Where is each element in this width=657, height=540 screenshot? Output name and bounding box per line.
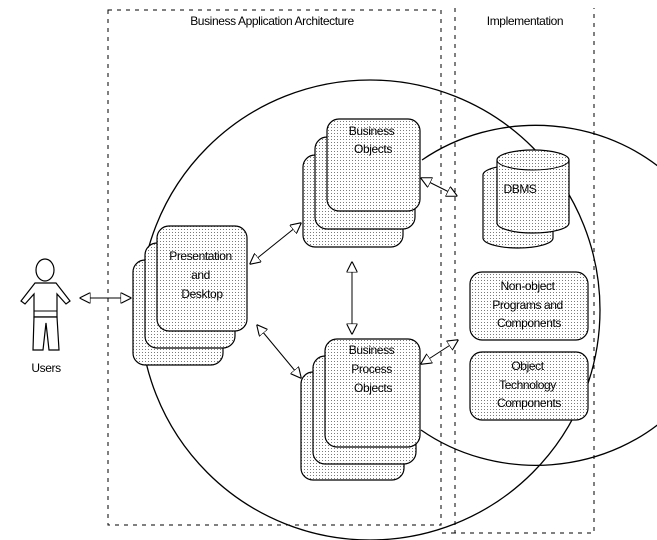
non-object-label-line-3: Components <box>497 316 561 330</box>
non-object-label-line-1: Non-object <box>501 279 556 293</box>
business-objects-card-front <box>326 118 421 212</box>
object-technology-box-shape <box>469 351 589 421</box>
business-objects-label: Business Objects <box>349 124 397 156</box>
business-objects-stack[interactable]: Business Objects <box>302 118 421 248</box>
object-technology-label-line-2: Technology <box>499 378 556 392</box>
non-object-programs-box[interactable]: Non-object Programs and Components <box>469 271 589 341</box>
presentation-desktop-stack[interactable]: Presentation and Desktop <box>132 225 248 366</box>
implementation-region-title: Implementation <box>487 14 563 28</box>
user-body <box>20 282 71 318</box>
presentation-label-line-3: Desktop <box>181 287 223 301</box>
process-objects-label-line-3: Objects <box>354 381 392 395</box>
process-objects-label: Business Process Objects <box>349 343 397 395</box>
business-objects-label-line-2: Objects <box>354 142 392 156</box>
presentation-card-front <box>156 225 248 332</box>
dbms-cylinder-rim <box>496 159 570 171</box>
business-objects-label-line-1: Business <box>349 124 395 138</box>
dbms-cylinder-front <box>496 149 570 234</box>
process-objects-card-front <box>324 338 421 448</box>
user-legs <box>32 316 60 351</box>
process-objects-label-line-2: Process <box>351 362 392 376</box>
presentation-business-objects-connector <box>250 223 301 264</box>
non-object-label: Non-object Programs and Components <box>492 279 566 330</box>
business-objects-dbms-connector <box>421 178 457 196</box>
user-head <box>35 258 55 282</box>
object-technology-label-line-1: Object <box>511 359 544 373</box>
process-objects-implementation-connector <box>421 340 458 364</box>
presentation-label-line-1: Presentation <box>169 249 232 263</box>
object-technology-label-line-3: Components <box>497 396 561 410</box>
object-technology-box[interactable]: Object Technology Components <box>469 351 589 421</box>
implementation-region-frame <box>442 8 595 534</box>
business-process-objects-stack[interactable]: Business Process Objects <box>300 338 421 481</box>
presentation-label: Presentation and Desktop <box>169 249 235 301</box>
presentation-label-line-2: and <box>191 268 210 282</box>
architecture-region-title: Business Application Architecture <box>190 14 354 28</box>
dbms-label: DBMS <box>503 182 536 196</box>
non-object-box-shape <box>469 271 589 341</box>
users-label: Users <box>31 361 61 375</box>
users-actor-icon[interactable]: Users <box>20 258 71 375</box>
process-objects-label-line-1: Business <box>349 343 395 357</box>
dbms-cylinder[interactable]: DBMS <box>482 149 570 249</box>
object-technology-label: Object Technology Components <box>497 359 561 410</box>
implementation-boundary-arc <box>420 124 657 466</box>
non-object-label-line-2: Programs and <box>492 298 563 312</box>
presentation-process-objects-connector <box>257 325 301 378</box>
